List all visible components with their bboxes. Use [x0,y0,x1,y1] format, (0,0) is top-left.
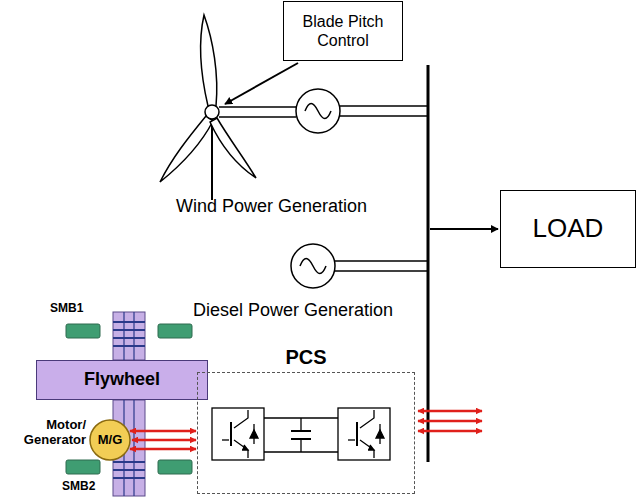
part-label: Diesel Power Generation [193,300,393,321]
diesel-generator [291,244,428,288]
power-arrow-line [130,448,196,451]
node-text: LOAD [533,213,604,244]
wind-generator [219,89,428,133]
power-flow-arrows [130,431,196,449]
ac-bus [427,65,430,462]
part-label: SMB1 [50,302,83,316]
node-text: M/G [98,432,123,448]
flywheel-rotor [113,312,145,496]
part-label: SMB2 [62,480,95,494]
grid-power-arrows [418,411,482,431]
part-label: Wind Power Generation [176,196,367,217]
pitch-pointer [225,63,298,104]
load-feeder [430,228,498,230]
load-box: LOAD [500,190,636,268]
node-text: Blade Pitch Control [293,12,393,50]
power-arrow-line [132,439,196,442]
pcs-frame: PCS [197,372,415,494]
converter-circuit [212,408,390,460]
node-text: Flywheel [84,369,160,391]
frame-heading: PCS [198,345,414,369]
power-arrow-line [130,430,196,433]
part-label: Motor/ Generator [12,418,86,448]
flywheel-disk: Flywheel [36,360,208,400]
control-box: Blade Pitch Control [283,1,403,61]
motor-generator: M/G [89,419,131,461]
